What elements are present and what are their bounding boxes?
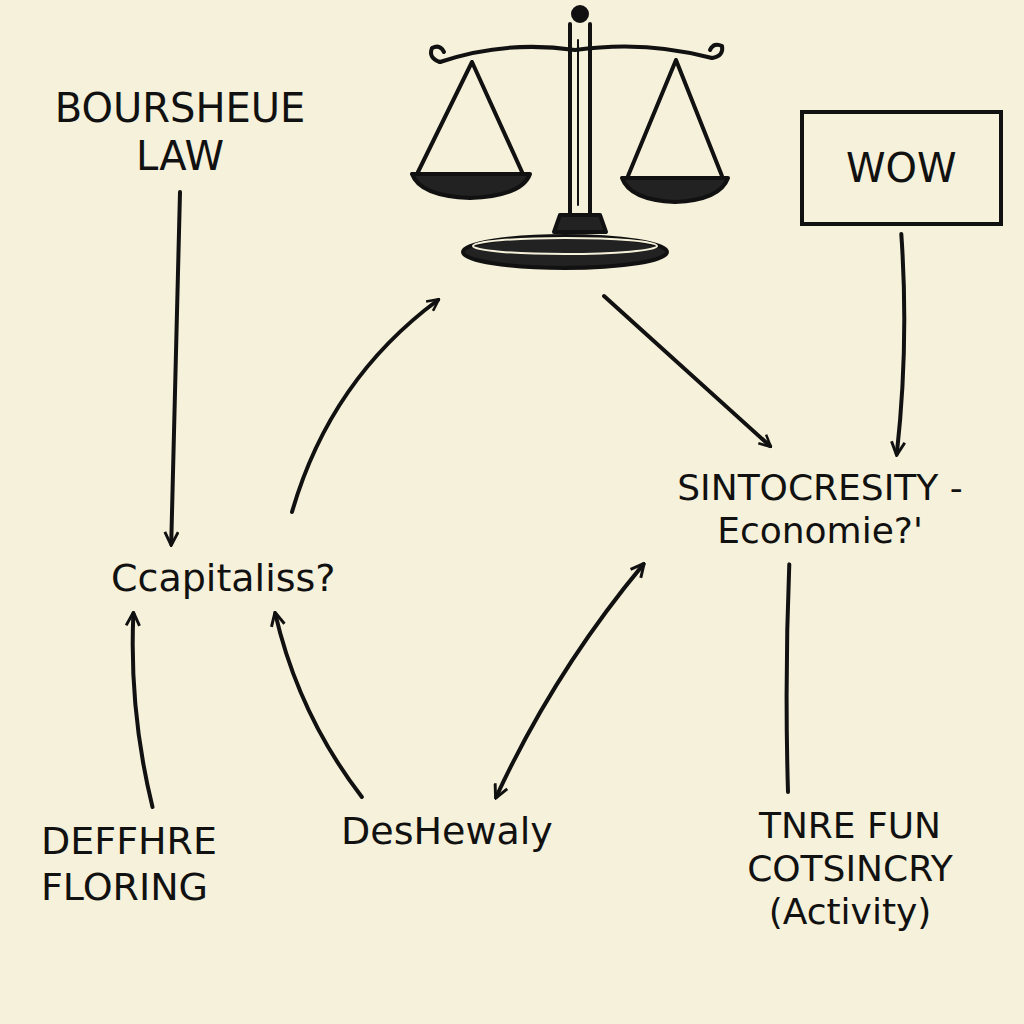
node-text: WOW — [846, 144, 957, 192]
law-label: BOURSHEUE LAW — [45, 80, 315, 184]
activity-label: TNRE FUN COTSINCRY (Activity) — [695, 800, 1005, 938]
node-text: Ccapitaliss? — [111, 556, 335, 602]
flow-arrow — [275, 614, 362, 797]
node-text: DEFFHRE FLORING — [41, 819, 264, 910]
flow-arrow — [604, 296, 770, 446]
desire-label: DesHewaly — [335, 805, 559, 859]
node-text: SINTOCRESITY -Economie?' — [634, 466, 1006, 552]
flow-arrow — [133, 614, 153, 807]
node-text: DesHewaly — [341, 809, 553, 855]
capitalism-label: Ccapitaliss? — [105, 552, 341, 606]
flooring-label: DEFFHRE FLORING — [35, 815, 270, 914]
flow-arrow — [897, 234, 905, 454]
economy-label: SINTOCRESITY -Economie?' — [628, 462, 1012, 556]
flow-arrow — [171, 192, 180, 544]
flow-arrow — [496, 564, 643, 797]
node-text: TNRE FUN COTSINCRY (Activity) — [701, 804, 999, 934]
flow-arrow — [292, 300, 438, 512]
flow-arrow — [787, 564, 790, 792]
node-text: BOURSHEUE LAW — [51, 84, 309, 180]
callout-box: WOW — [800, 110, 1003, 226]
